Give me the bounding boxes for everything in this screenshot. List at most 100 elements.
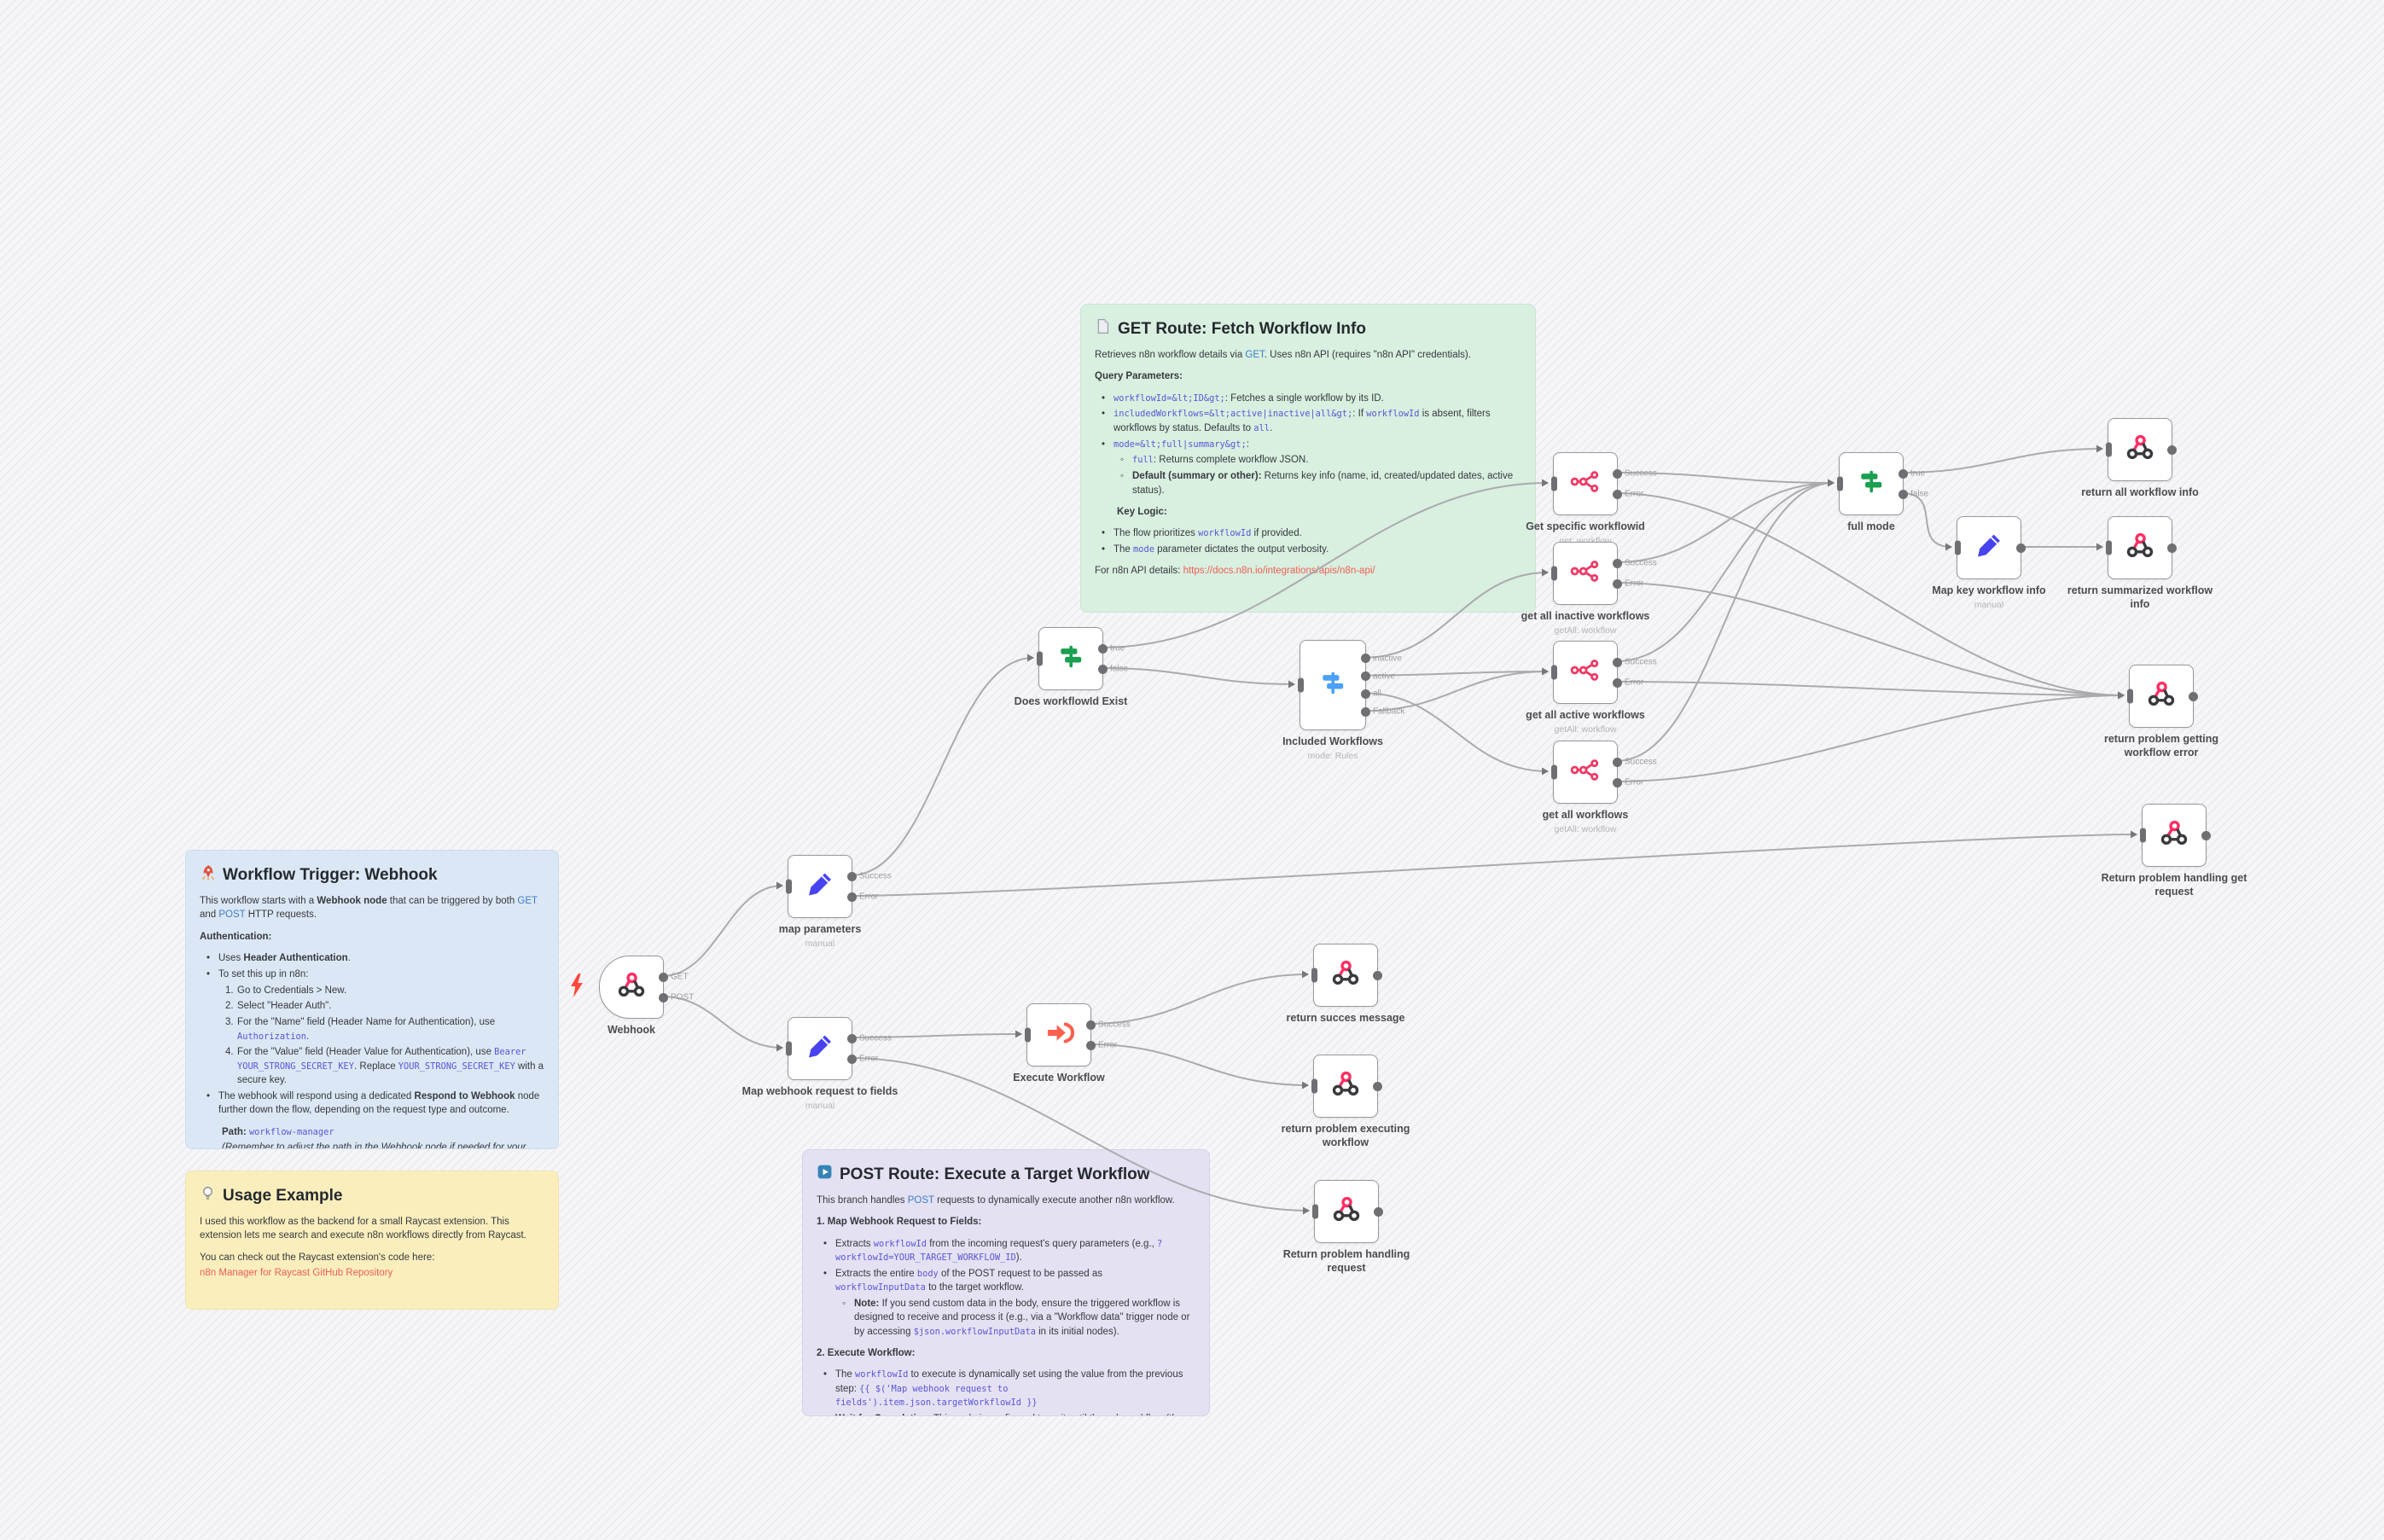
output-port-false[interactable] [1898,489,1908,499]
input-port[interactable] [1297,677,1304,693]
input-port[interactable] [2139,828,2146,843]
output-port-error[interactable] [1612,677,1622,688]
output-port[interactable] [2015,543,2026,553]
output-port-true[interactable] [1097,643,1108,654]
output-port[interactable] [2201,830,2211,840]
output-port-fallback[interactable] [1360,706,1370,717]
input-port[interactable] [1550,566,1557,581]
output-port-true[interactable] [1898,468,1908,479]
n8n-api-icon [1569,555,1602,592]
output-port-success[interactable] [1612,468,1622,479]
note-paragraph: This workflow starts with a Webhook node… [200,896,538,921]
output-port-success[interactable] [1612,657,1622,667]
input-port[interactable] [785,879,792,894]
output-port-get[interactable] [658,972,668,982]
connection-edge [1089,973,1309,1025]
output-port-success[interactable] [1612,558,1622,568]
input-port[interactable] [1550,764,1557,780]
output-port-error[interactable] [846,1054,857,1064]
output-port-all[interactable] [1360,689,1370,699]
output-port-inactive[interactable] [1360,654,1370,664]
output-port-post[interactable] [658,992,668,1002]
note-list-item: •Extracts workflowId from the incoming r… [823,1238,1163,1263]
output-port[interactable] [1373,1206,1383,1217]
output-port-active[interactable] [1360,671,1370,682]
output-port-error[interactable] [1612,777,1622,787]
output-port-success[interactable] [846,871,857,881]
output-port-false[interactable] [1097,664,1108,674]
input-port[interactable] [1036,651,1043,666]
node-caption: Return problem handling get request [2093,872,2255,898]
output-port-success[interactable] [846,1033,857,1043]
connection-edge [1364,572,1549,659]
output-port-label: Success [859,1033,892,1043]
node-return-succes-message[interactable]: return succes message [1287,944,1404,1024]
output-port-label: Error [1625,578,1644,589]
connection-arrowhead [776,1043,783,1052]
output-port[interactable] [1372,970,1382,980]
output-port[interactable] [2166,445,2177,455]
input-port[interactable] [2126,689,2133,704]
input-port[interactable] [1311,1204,1318,1219]
output-port-error[interactable] [1612,489,1622,499]
note-title-text: Usage Example [223,1186,343,1205]
output-port-label: Success [1625,757,1657,767]
output-port-error[interactable] [846,892,857,902]
input-port[interactable] [1311,1078,1317,1094]
note-paragraph: 2. Execute Workflow: [817,1347,916,1358]
output-port-success[interactable] [1085,1020,1096,1030]
note-paragraph: This branch handles POST requests to dyn… [817,1195,1175,1206]
node-caption: full mode [1847,520,1895,534]
input-port[interactable] [1311,968,1317,983]
note-paragraph: You can check out the Raycast extension'… [200,1252,435,1263]
output-port-error[interactable] [1612,578,1622,589]
bulb-icon [200,1185,216,1206]
input-port[interactable] [2105,442,2112,457]
output-port[interactable] [2166,543,2177,553]
note-list-item: 2.Select "Header Auth". [225,1001,332,1012]
node-return-summarized-info[interactable]: return summarized workflow info [2067,516,2212,610]
connection-edge [1364,692,1549,772]
node-return-all-info[interactable]: return all workflow info [2081,418,2199,498]
node-label: return problem executing workflow [1281,1123,1410,1148]
output-port[interactable] [1372,1081,1382,1091]
output-port-error[interactable] [1085,1040,1096,1050]
input-port[interactable] [785,1041,792,1056]
input-port[interactable] [1836,476,1843,491]
output-port-success[interactable] [1612,757,1622,767]
node-return-problem-request[interactable]: Return problem handling request [1283,1180,1410,1274]
node-return-problem-getting[interactable]: return problem getting workflow error [2104,665,2218,758]
output-port[interactable] [2188,691,2198,701]
node-return-problem-get-request[interactable]: Return problem handling get request [2102,804,2247,898]
input-port[interactable] [1550,665,1557,680]
output-port-label: Success [1098,1020,1131,1030]
input-port[interactable] [1550,476,1557,491]
input-port[interactable] [2105,540,2112,555]
input-port[interactable] [1954,540,1961,555]
node-label: Execute Workflow [1013,1072,1105,1084]
edit-icon [805,869,835,904]
switch-icon [1318,669,1347,702]
node-caption: Return problem handling request [1265,1248,1427,1275]
input-port[interactable] [1024,1027,1031,1043]
node-return-problem-executing[interactable]: return problem executing workflow [1282,1055,1410,1148]
